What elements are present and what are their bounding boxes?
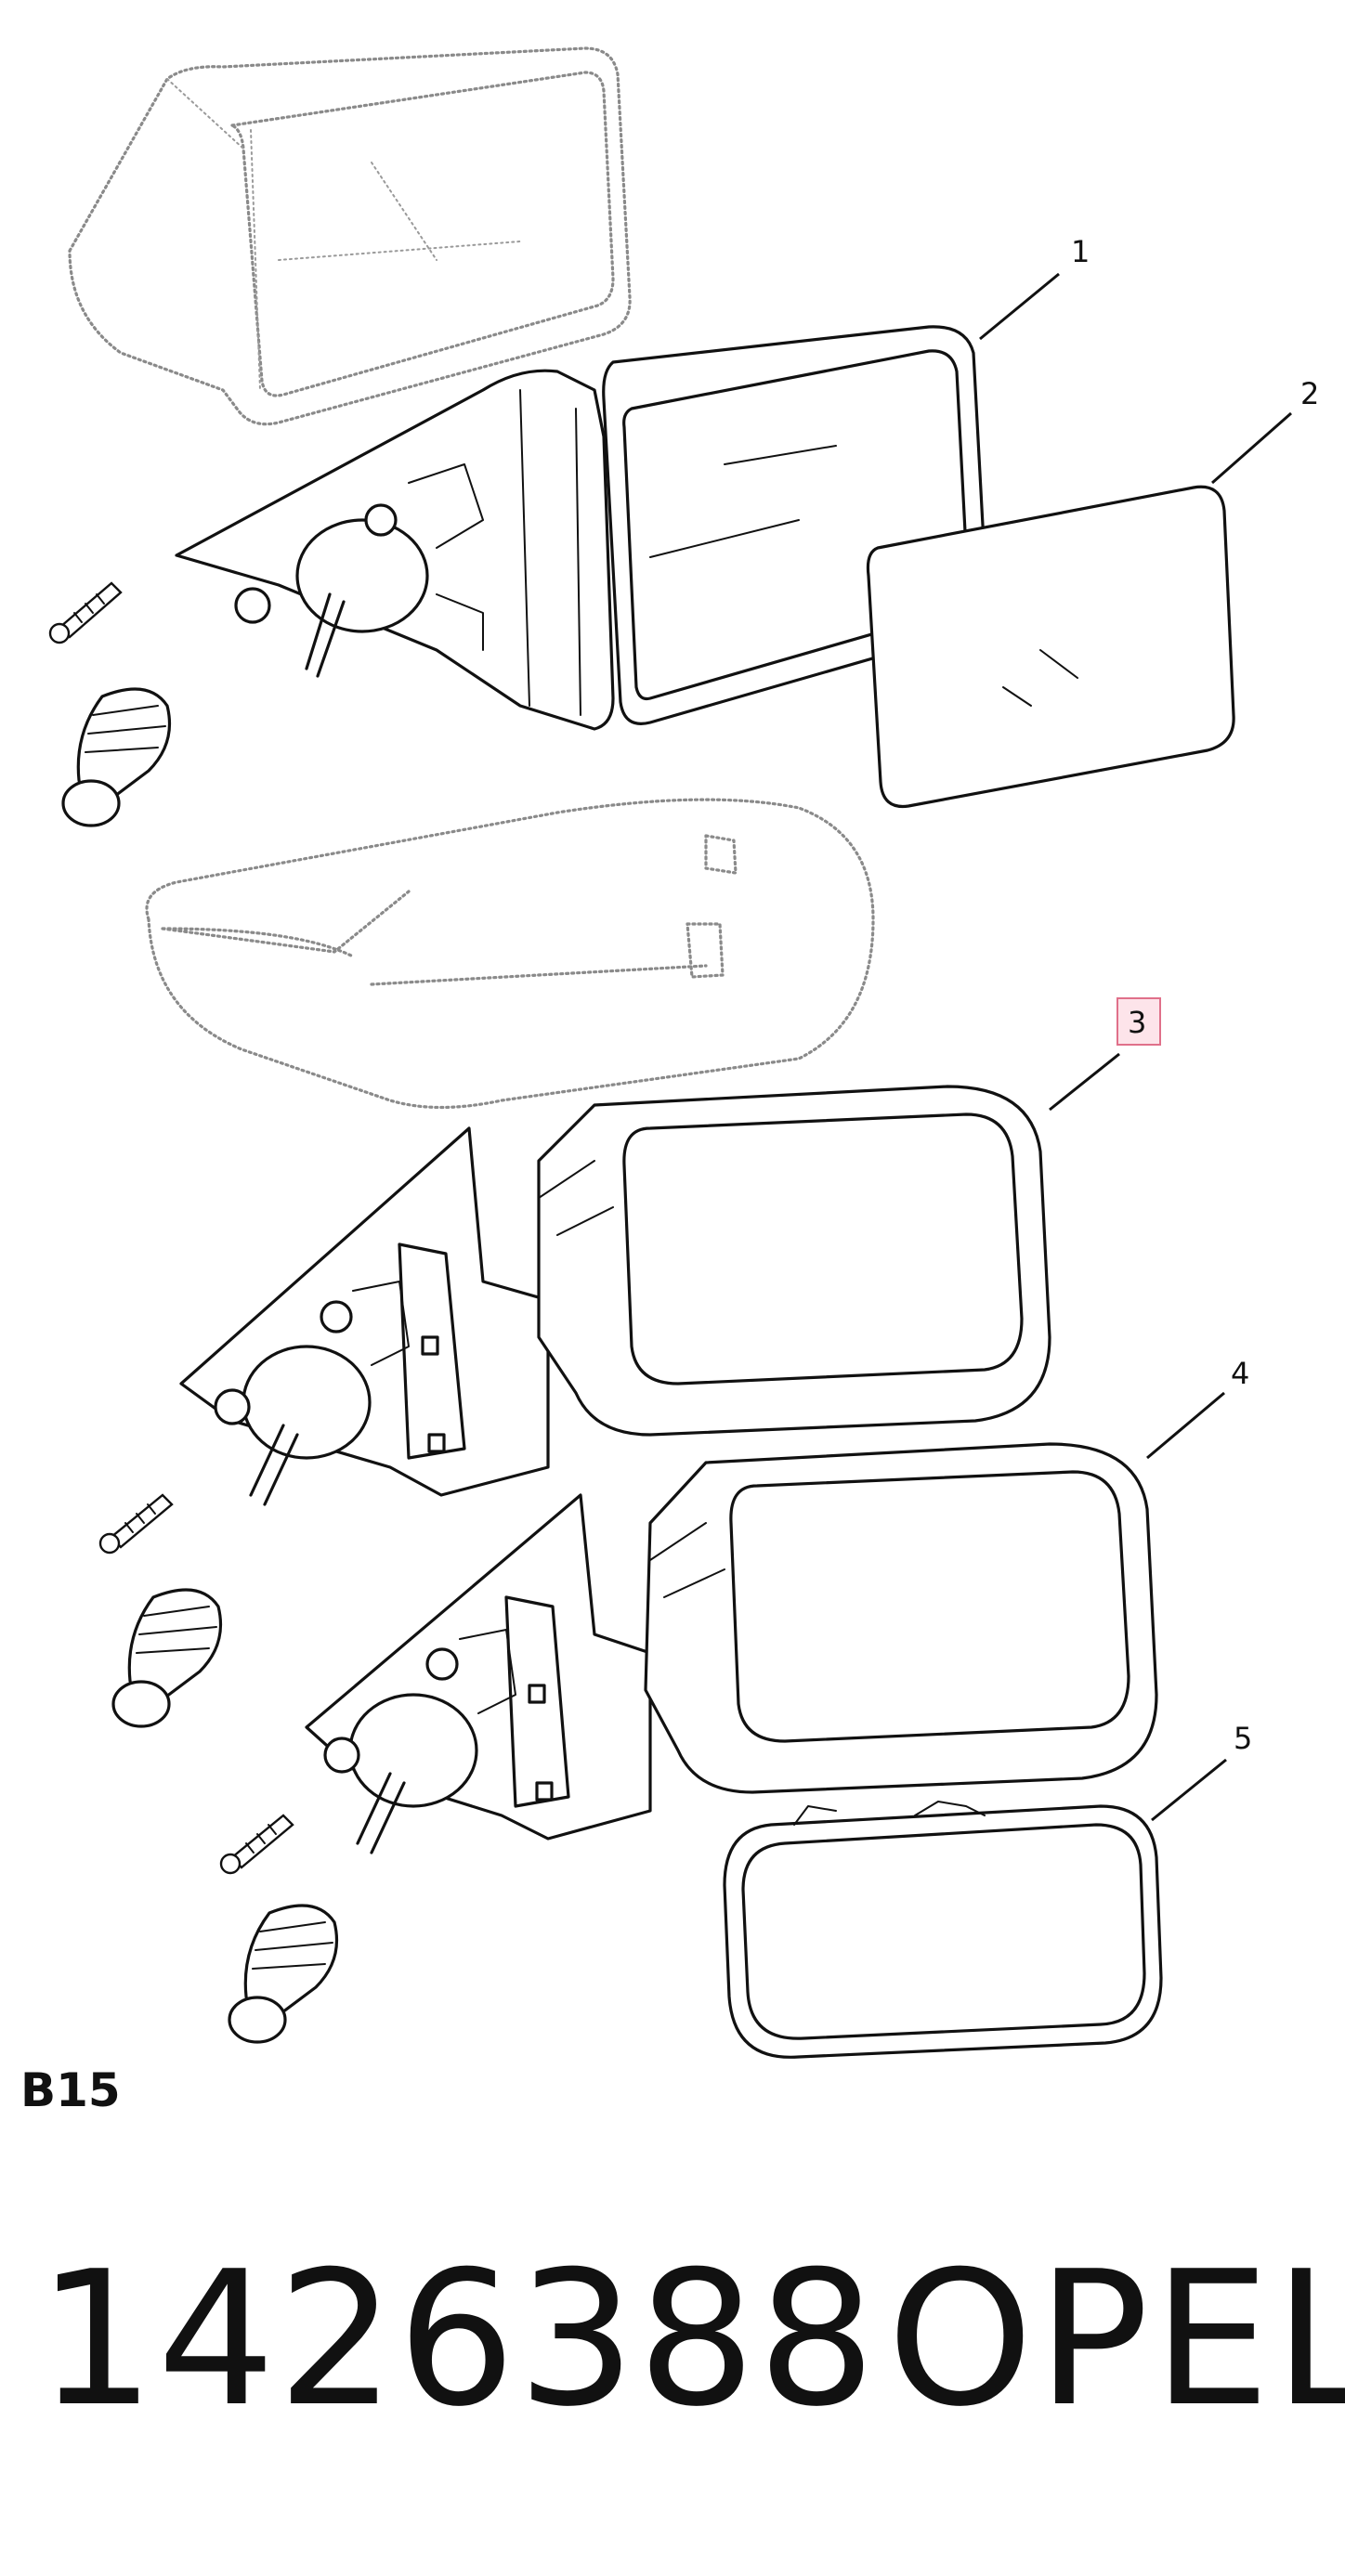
leader-line-4 — [1146, 1391, 1225, 1460]
mirror-glass-2 — [866, 485, 1235, 809]
screw-bottom — [219, 1814, 294, 1875]
callout-5[interactable]: 5 — [1234, 1721, 1252, 1756]
brand-name: OPEL — [887, 2231, 1345, 2448]
leader-line-2 — [1211, 411, 1292, 485]
screw-middle — [98, 1493, 174, 1555]
grommet-middle — [111, 1588, 223, 1728]
mirror-glass-5 — [723, 1801, 1163, 2059]
mirror-housing-1 — [175, 325, 988, 731]
exploded-parts-diagram: 1 2 3 4 5 — [48, 46, 1319, 2059]
callout-3[interactable]: 3 — [1128, 1005, 1146, 1040]
section-code: B15 — [20, 2063, 121, 2117]
leader-line-1 — [979, 272, 1060, 341]
part-number: 1426388 — [37, 2231, 878, 2448]
callout-4[interactable]: 4 — [1231, 1356, 1249, 1391]
grommet-top — [61, 687, 172, 827]
callout-2[interactable]: 2 — [1300, 376, 1319, 411]
mirror-assembly-4 — [305, 1442, 1158, 1854]
callout-3-highlight — [1116, 997, 1161, 1046]
mirror-cover-outline-top — [68, 46, 632, 426]
callout-1[interactable]: 1 — [1071, 234, 1090, 269]
leader-line-3 — [1049, 1052, 1120, 1112]
leader-line-5 — [1151, 1758, 1227, 1822]
mirror-assembly-3 — [179, 1085, 1051, 1506]
mirror-cover-outline-middle — [145, 798, 875, 1110]
screw-top — [48, 581, 123, 644]
grommet-bottom — [228, 1904, 339, 2044]
